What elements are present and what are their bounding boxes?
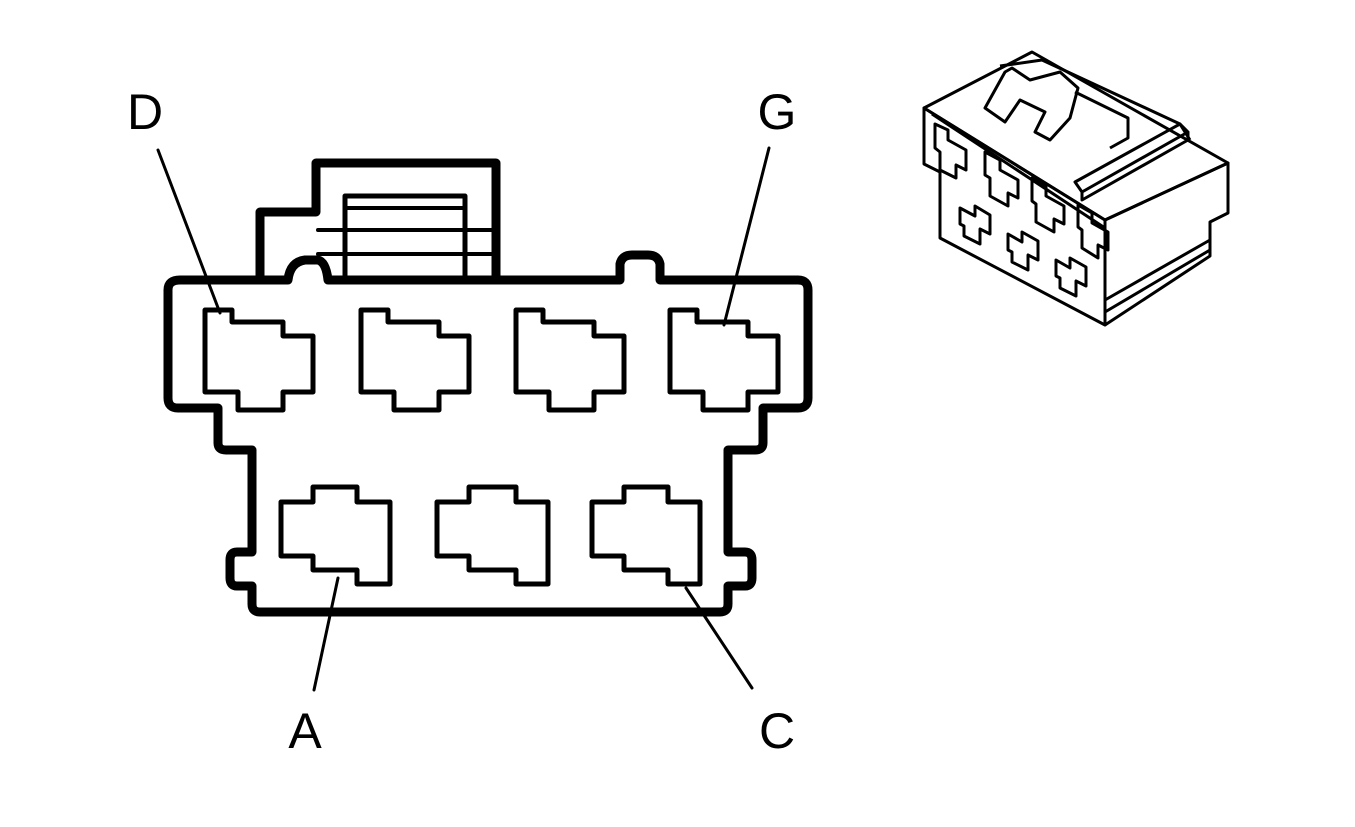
iso-cavity-1 xyxy=(933,122,968,180)
leader-d xyxy=(156,148,222,315)
iso-cavity-4 xyxy=(1076,203,1110,260)
iso-bottom-rail xyxy=(1104,238,1211,302)
iso-cavity-7 xyxy=(1054,256,1088,298)
housing-outline xyxy=(163,250,813,617)
cavity-e xyxy=(358,307,472,413)
leader-a xyxy=(312,576,340,692)
cavity-row-bottom xyxy=(278,484,703,587)
pin-label-d: D xyxy=(127,84,163,140)
pin-label-a: A xyxy=(288,703,322,759)
iso-cavity-2 xyxy=(983,150,1020,208)
iso-right-face xyxy=(1104,161,1230,327)
cavity-d xyxy=(202,307,316,413)
cavity-a xyxy=(278,484,393,587)
cavity-b xyxy=(434,484,551,587)
iso-latch-rail xyxy=(999,58,1192,141)
iso-bottom-rail-2 xyxy=(1104,248,1211,314)
pin-label-c: C xyxy=(759,703,795,759)
iso-latch xyxy=(983,66,1080,142)
iso-side-guide xyxy=(1073,122,1190,194)
cavity-f xyxy=(513,307,627,413)
iso-cavity-5 xyxy=(958,204,992,246)
iso-cavity-3 xyxy=(1030,176,1066,234)
leader-c xyxy=(684,586,754,690)
pin-label-g: G xyxy=(758,84,797,140)
iso-front-bevel xyxy=(931,112,1106,230)
connector-isometric-icon xyxy=(922,50,1230,327)
cavity-g xyxy=(667,307,781,413)
cavity-row-top xyxy=(202,307,781,413)
iso-side-guide-2 xyxy=(1080,132,1190,202)
leader-g xyxy=(722,146,771,327)
latch-outline xyxy=(255,158,501,283)
iso-cavity-6 xyxy=(1006,230,1040,272)
iso-latch-rail-2 xyxy=(1074,90,1130,150)
connector-face-icon xyxy=(156,146,813,692)
cavity-c xyxy=(589,484,703,587)
leader-lines xyxy=(156,146,771,692)
